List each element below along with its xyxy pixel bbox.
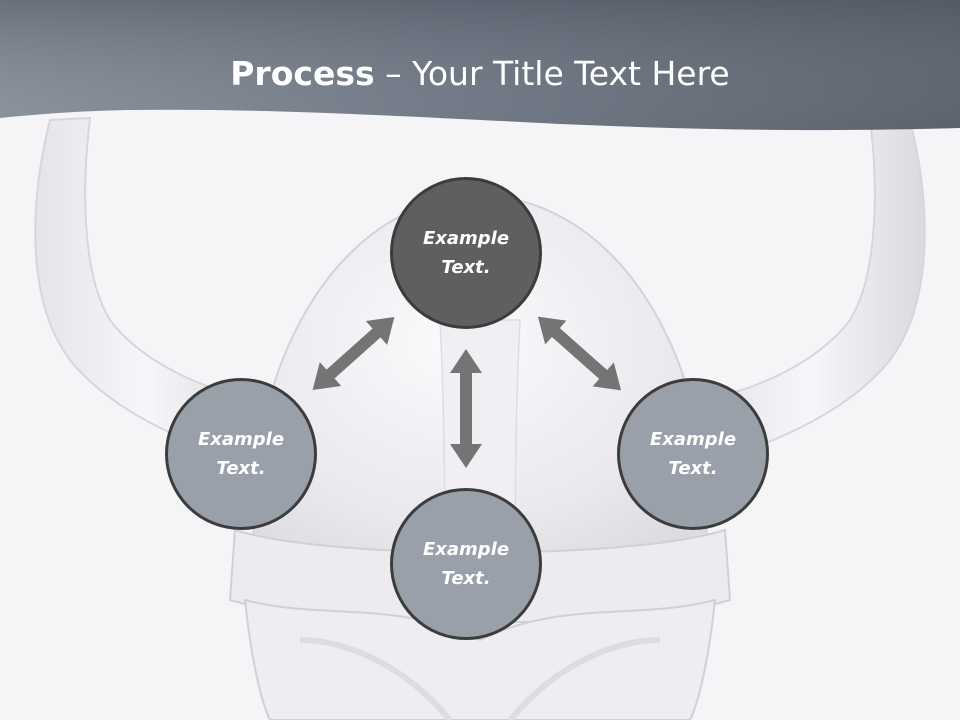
title-bold: Process [230, 54, 375, 93]
process-node-bottom: Example Text. [390, 488, 542, 640]
connector-arrows [312, 316, 622, 468]
process-node-right: Example Text. [617, 378, 769, 530]
node-label: Example Text. [649, 429, 737, 479]
page-title: Process – Your Title Text Here [0, 50, 960, 98]
process-node-left: Example Text. [165, 378, 317, 530]
node-label: Example Text. [422, 228, 510, 278]
title-rest: – Your Title Text Here [374, 54, 730, 93]
arrow-top-right [537, 316, 622, 391]
arrow-top-left [312, 317, 395, 390]
node-label: Example Text. [422, 539, 510, 589]
process-node-top: Example Text. [390, 177, 542, 329]
helmet-face-guard [243, 598, 717, 720]
arrow-top-bottom [450, 349, 482, 468]
node-label: Example Text. [197, 429, 285, 479]
